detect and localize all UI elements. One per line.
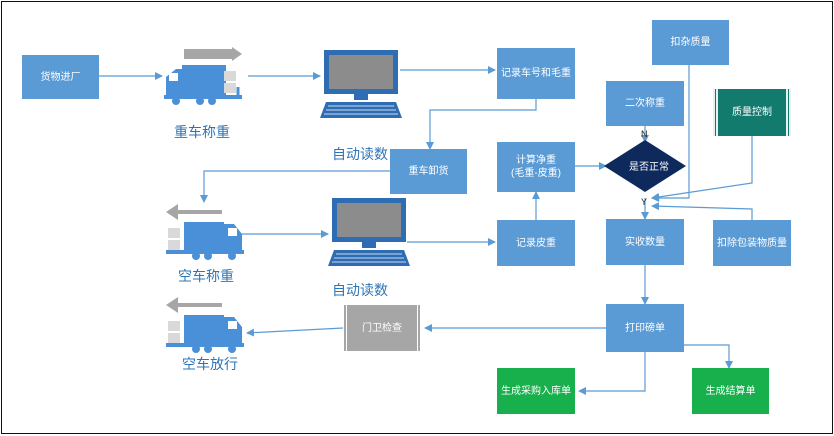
- computer-icon: [320, 50, 402, 118]
- node-deduct-impurity: 扣杂质量: [652, 20, 729, 65]
- link-unload-to-emptytruck: [200, 170, 390, 203]
- link-print-to-purchase: [578, 352, 646, 395]
- node-gate-check: 门卫检查: [343, 305, 421, 351]
- decision-label: 是否正常: [629, 162, 669, 173]
- caption-heavy-weigh: 重车称重: [174, 124, 230, 140]
- node-record-tare: 记录皮重: [497, 220, 575, 266]
- branch-label-yes: Y: [641, 197, 648, 207]
- link-quality-to-actual: [651, 136, 753, 201]
- decision-diamond: [604, 140, 686, 192]
- node-net-weight: 计算净重 (毛重-皮重): [497, 142, 575, 192]
- caption-empty-release: 空车放行: [182, 356, 238, 372]
- node-print-slip: 打印磅单: [606, 304, 684, 352]
- node-actual-qty: 实收数量: [606, 219, 684, 265]
- node-goods-in: 货物进厂: [22, 55, 99, 99]
- branch-label-no: N: [641, 129, 648, 139]
- truck-icon: [166, 204, 244, 260]
- link-impurity-to-actual: [651, 64, 690, 202]
- node-unload: 重车卸货: [390, 149, 467, 194]
- node-quality-control: 质量控制: [713, 89, 791, 136]
- node-second-weigh: 二次称重: [606, 81, 684, 126]
- node-record-plate-gross: 记录车号和毛重: [497, 48, 575, 99]
- node-purchase-receipt: 生成采购入库单: [497, 368, 575, 414]
- caption-empty-weigh: 空车称重: [178, 268, 234, 284]
- node-deduct-packaging: 扣除包装物质量: [713, 220, 791, 266]
- link-record-to-unload: [426, 99, 537, 150]
- truck-icon: [164, 47, 242, 105]
- computer-icon: [328, 198, 410, 266]
- caption-auto-read-1: 自动读数: [332, 146, 388, 162]
- caption-auto-read-2: 自动读数: [332, 282, 388, 298]
- link-print-to-settlement: [684, 344, 733, 369]
- link-gate-to-release: [246, 327, 344, 337]
- truck-icon: [166, 297, 244, 353]
- node-settlement: 生成结算单: [692, 368, 769, 414]
- link-packaging-to-actual: [651, 202, 753, 220]
